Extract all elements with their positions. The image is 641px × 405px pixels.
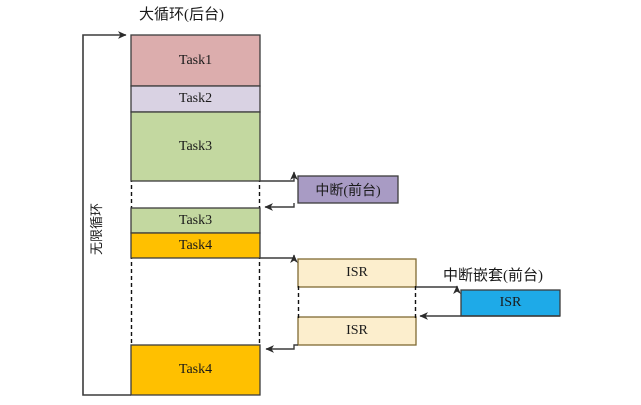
from-isr-arrow xyxy=(265,344,298,353)
interrupt-box xyxy=(297,175,399,204)
to-isr-arrow xyxy=(260,254,298,263)
task-block-task1 xyxy=(130,34,261,87)
to-nested-isr-arrow xyxy=(416,285,461,294)
isr-box-second xyxy=(297,316,417,346)
isr-box-first xyxy=(297,258,417,288)
background-loop-title: 大循环(后台) xyxy=(139,7,224,23)
task-block-task4 xyxy=(130,232,261,259)
isr-box-nested xyxy=(460,289,561,317)
nested-interrupt-title: 中断嵌套(前台) xyxy=(443,268,543,284)
task-block-task4-resume xyxy=(130,344,261,396)
loop-return-arrow xyxy=(82,31,131,396)
to-interrupt-arrow xyxy=(260,171,298,182)
task-block-task2 xyxy=(130,85,261,113)
background-column xyxy=(130,34,261,396)
task-block-task3 xyxy=(130,111,261,182)
isr-dashed-guides xyxy=(297,286,417,319)
column-dashed-guides xyxy=(130,178,261,348)
from-interrupt-arrow xyxy=(264,203,295,211)
task-block-task3-resume xyxy=(130,207,261,234)
